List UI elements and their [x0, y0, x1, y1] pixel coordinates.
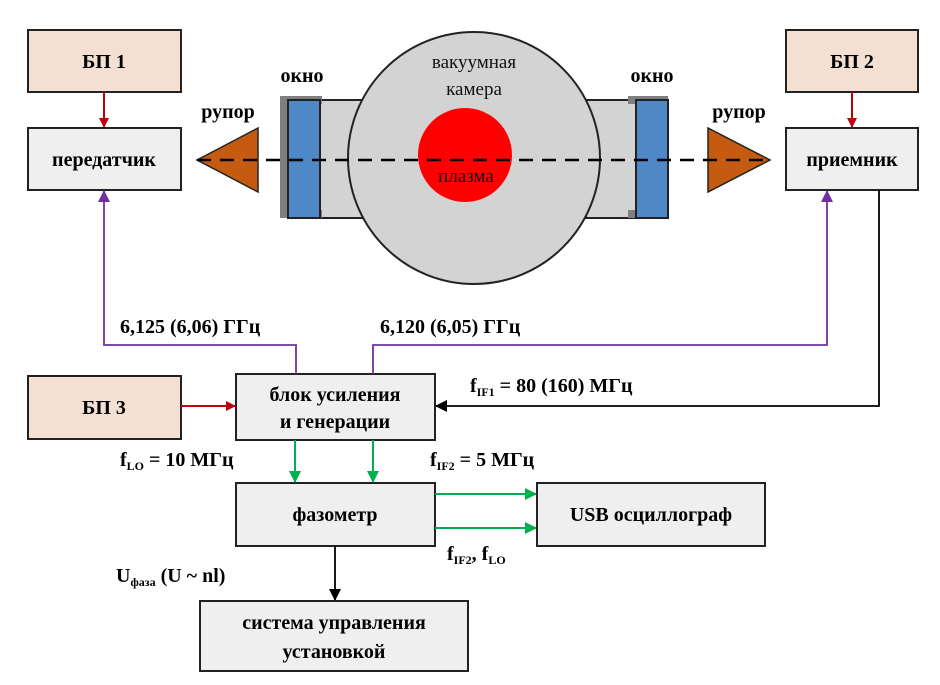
- horn-left-label: рупор: [201, 101, 255, 123]
- amp-gen-label-line2: и генерации: [280, 411, 390, 433]
- freq-rx-label: 6,120 (6,05) ГГц: [380, 316, 521, 338]
- bp3-label: БП 3: [82, 397, 126, 419]
- bp3-box: [27, 375, 182, 440]
- plasma: [418, 108, 512, 202]
- flo-label: fLO = 10 МГц: [120, 449, 234, 473]
- usb-signals-label: fIF2, fLO: [447, 543, 506, 567]
- bp2-label: БП 2: [830, 51, 874, 73]
- bp2-box: [785, 29, 919, 93]
- receiver-box: [785, 127, 919, 191]
- plasma-label: плазма: [438, 166, 494, 187]
- window-left-label: окно: [280, 65, 323, 87]
- fif2-label: fIF2 = 5 МГц: [430, 449, 535, 473]
- usb-osc-box: [536, 482, 766, 547]
- amp-gen-label-line1: блок усиления: [270, 384, 401, 406]
- amp-gen-box: [235, 373, 436, 441]
- transmitter-label: передатчик: [52, 149, 156, 171]
- uphase-label: Uфаза (U ~ nl): [116, 565, 225, 589]
- control-system-label-line1: система управления: [242, 612, 426, 634]
- horn-right-label: рупор: [712, 101, 766, 123]
- window-right-label: окно: [630, 65, 673, 87]
- window-left: [280, 96, 322, 219]
- fif1-label: fIF1 = 80 (160) МГц: [470, 375, 633, 399]
- phasemeter-label: фазометр: [292, 504, 377, 526]
- freq-tx-label: 6,125 (6,06) ГГц: [120, 316, 261, 338]
- control-system-box: [199, 600, 469, 672]
- ampgen-to-receiver-line: [372, 190, 833, 374]
- chamber-label-line1: вакуумная: [432, 52, 516, 73]
- chamber-label-line2: камера: [446, 79, 502, 100]
- receiver-label: приемник: [806, 149, 898, 171]
- ampgen-to-transmitter-line: [98, 190, 297, 374]
- bp1-label: БП 1: [82, 51, 126, 73]
- usb-osc-label: USB осциллограф: [570, 504, 732, 526]
- control-system-label-line2: установкой: [283, 641, 386, 663]
- receiver-to-ampgen-line: [435, 190, 880, 412]
